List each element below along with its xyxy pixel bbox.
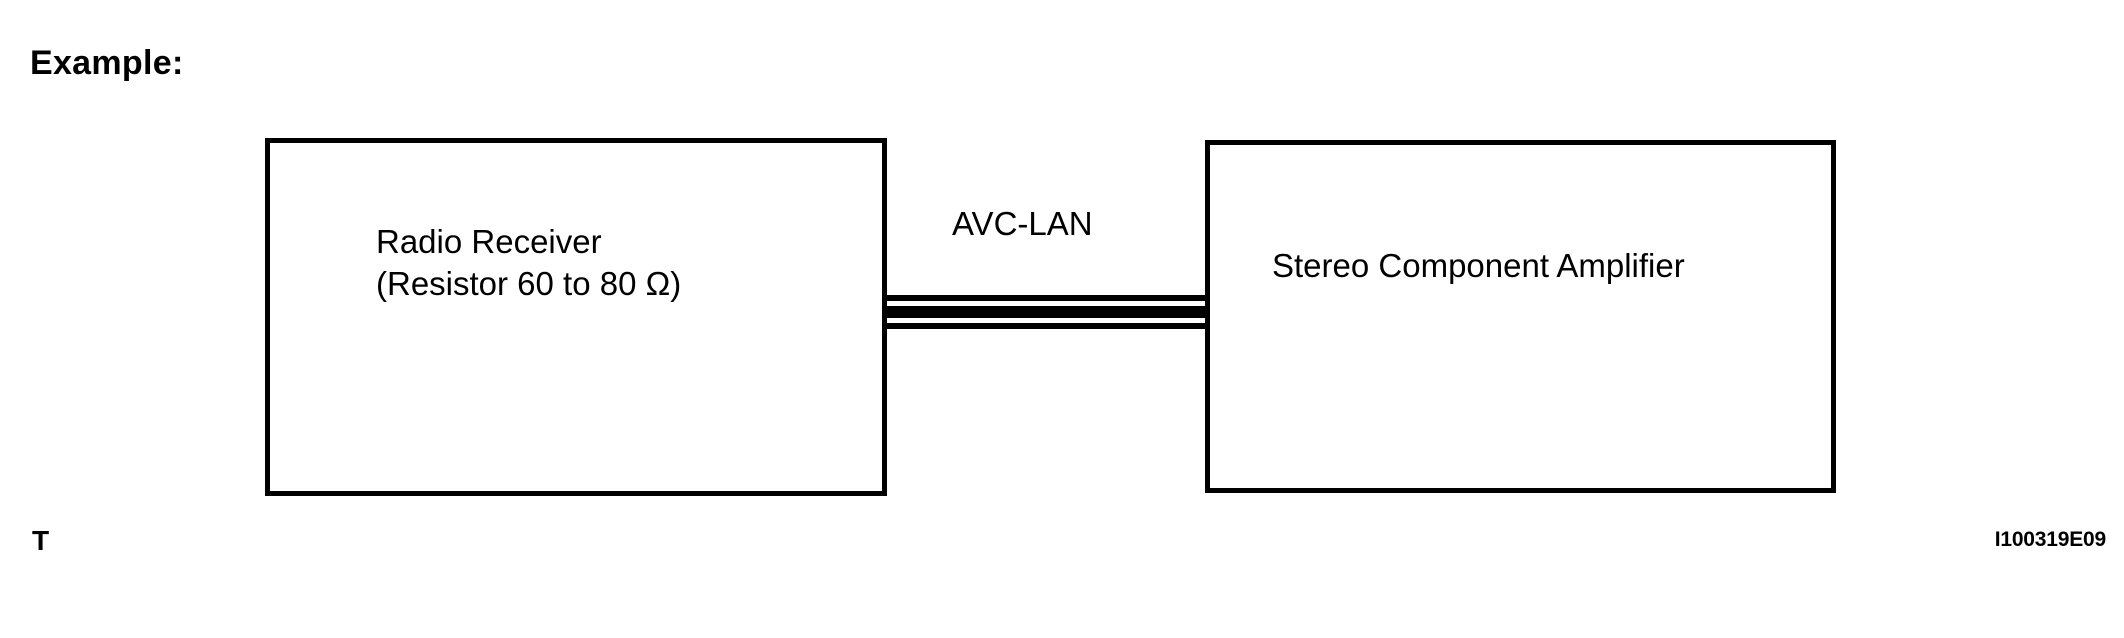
radio-receiver-label-group: Radio Receiver (Resistor 60 to 80 Ω)	[376, 221, 681, 305]
radio-receiver-title: Radio Receiver	[376, 223, 602, 260]
bus-line-center	[884, 306, 1209, 318]
stereo-amplifier-label-group: Stereo Component Amplifier	[1272, 245, 1685, 287]
avc-lan-bus-lines	[884, 292, 1209, 330]
bus-line-upper	[884, 295, 1209, 301]
bus-line-lower	[884, 323, 1209, 329]
figure-reference-code: I100319E09	[1994, 528, 2106, 551]
page-marker: T	[32, 525, 50, 556]
stereo-component-amplifier-block: Stereo Component Amplifier	[1205, 140, 1836, 493]
example-heading: Example:	[30, 44, 184, 82]
radio-receiver-block: Radio Receiver (Resistor 60 to 80 Ω)	[265, 138, 887, 496]
stereo-amplifier-title: Stereo Component Amplifier	[1272, 247, 1685, 284]
avc-lan-connector-label: AVC-LAN	[952, 205, 1093, 242]
radio-receiver-resistor-spec: (Resistor 60 to 80 Ω)	[376, 265, 682, 303]
